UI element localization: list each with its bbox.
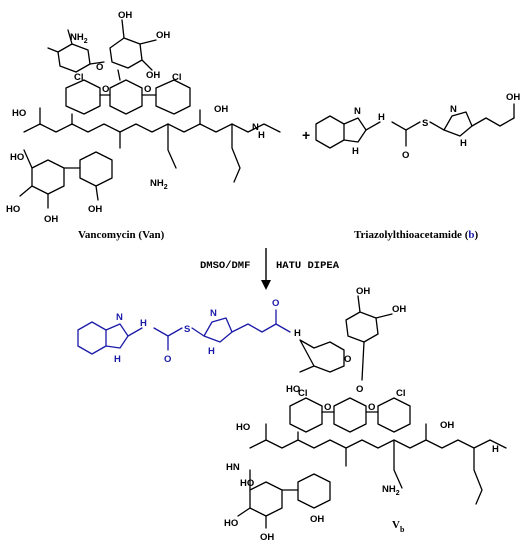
triazole-nh-p: H — [208, 346, 215, 357]
vancomycin-label: Vancomycin (Van) — [78, 229, 165, 241]
sugar-hydroxyl-right: OH — [156, 30, 170, 41]
benzimidazole-moiety — [77, 309, 291, 355]
hydroxyl-left-a: HO — [12, 108, 26, 119]
ether-oxygen-top-p: O — [356, 384, 363, 395]
imidazole-nh-p: H — [114, 354, 121, 365]
chloro-left-p: Cl — [298, 388, 308, 399]
triazole-nitrogen-p: N — [210, 308, 217, 319]
phenol-hydroxyl-right-a: OH — [88, 204, 102, 215]
ether-oxygen-right-a: O — [144, 84, 151, 95]
ether-oxygen-left-p: O — [324, 402, 331, 413]
n-methyl-hydrogen-p: H — [492, 444, 499, 455]
asparagine-amide-label-p: NH2 — [382, 484, 400, 497]
hydroxyl-left-p: HO — [236, 422, 250, 433]
thioether-sulfur-b: S — [422, 118, 428, 129]
product-glycopeptide-core — [237, 295, 507, 529]
reaction-arrow — [261, 248, 271, 290]
sugar-hydroxyl-top: OH — [118, 10, 132, 21]
sugar-hydroxyl-lower-p: HO — [286, 384, 300, 395]
amide-nh-p: H — [140, 318, 147, 329]
asparagine-amide-label: NH2 — [150, 178, 168, 191]
reagent-condition: HATU DIPEA — [276, 260, 340, 272]
carboxylic-acid-oh-b: OH — [506, 92, 520, 103]
chloro-right-a: Cl — [172, 72, 182, 83]
hydroxyl-right-p: OH — [440, 420, 454, 431]
carboxyl-hydroxyl-p: HO — [240, 478, 254, 489]
carboxyl-hydroxyl-a: HO — [10, 152, 24, 163]
thioether-sulfur-p: S — [184, 324, 190, 335]
linker-carbonyl-oxygen-p: O — [272, 298, 279, 309]
sugar-hydroxyl-lower: OH — [146, 70, 160, 81]
n-methyl-amine-a: N — [252, 122, 259, 133]
plus-sign: + — [302, 127, 310, 143]
amide-nh-b: H — [378, 112, 385, 123]
imidazole-nitrogen-b: N — [354, 106, 361, 117]
glycosidic-oxygen-p: O — [344, 354, 351, 365]
hn-left-p: HN — [226, 462, 240, 473]
solvent-condition: DMSO/DMF — [200, 260, 250, 272]
triazolylthioacetamide-label: Triazolylthioacetamide (b) — [354, 229, 478, 241]
imidazole-nitrogen-p: N — [116, 312, 123, 323]
n-methyl-hydrogen-a: H — [258, 130, 265, 141]
sugar-hydroxyl-right-p: OH — [392, 304, 406, 315]
triazolylthioacetamide-structure — [315, 103, 515, 149]
linker-nh-p: H — [294, 328, 301, 339]
sugar-hydroxyl-top-p: OH — [356, 286, 370, 297]
ether-oxygen-right-p: O — [368, 402, 375, 413]
vancosamine-amine-label: NH2 — [70, 32, 88, 45]
amide-oxygen-b: O — [402, 150, 409, 161]
triazole-nh-b: H — [460, 138, 467, 149]
amide-oxygen-p: O — [164, 354, 171, 365]
chloro-right-p: Cl — [396, 388, 406, 399]
imidazole-nh-b: H — [352, 146, 359, 157]
vancomycin-structure — [19, 19, 281, 209]
phenol-hydroxyl-bottom-p: OH — [260, 532, 274, 543]
phenol-hydroxyl-left-a: HO — [6, 204, 20, 215]
phenol-hydroxyl-right-p: OH — [310, 514, 324, 525]
phenol-hydroxyl-bottom-a: OH — [44, 214, 58, 225]
hydroxyl-right-a: OH — [214, 104, 228, 115]
glycosidic-oxygen-a: O — [96, 62, 103, 73]
triazole-nitrogen-b: N — [450, 104, 457, 115]
phenol-hydroxyl-left-p: HO — [224, 518, 238, 529]
ether-oxygen-left-a: O — [102, 84, 109, 95]
product-label: Vb — [392, 519, 405, 534]
chloro-left-a: Cl — [74, 72, 84, 83]
